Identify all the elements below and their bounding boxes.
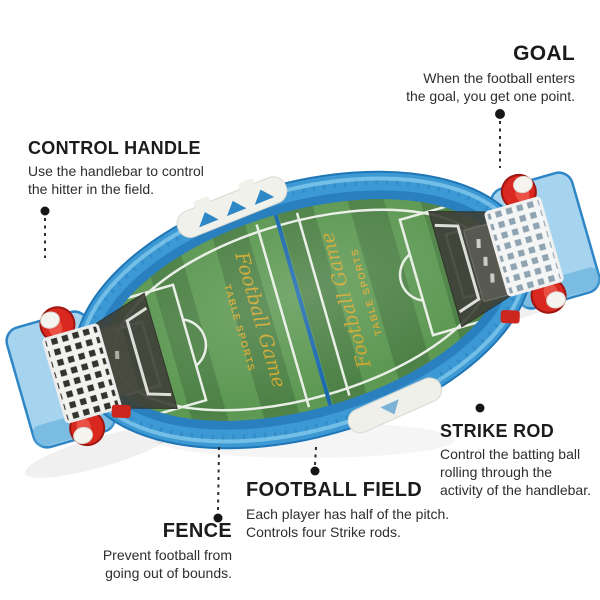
- annotation-line: rolling through the: [440, 464, 553, 480]
- strike-rod-hitter-left: [111, 404, 131, 419]
- callout-dot-goal: [495, 109, 505, 119]
- callout-dot-strike-rod: [475, 403, 485, 413]
- goal-net-right: [484, 196, 564, 297]
- annotation-line: Prevent football from: [102, 547, 232, 563]
- score-counter-left: [97, 323, 140, 397]
- strike-rod-hitter-right: [500, 310, 520, 324]
- right-goal-mouth: [434, 223, 481, 314]
- annotation-title: GOAL: [513, 42, 575, 65]
- goal-net-left: [42, 323, 122, 424]
- annotation-line: Use the handlebar to control: [28, 163, 204, 179]
- callout-dot-football-field: [310, 466, 320, 476]
- callout-dot-fence: [213, 513, 223, 523]
- annotation-title: CONTROL HANDLE: [28, 138, 201, 158]
- callout-line-football-field: [314, 446, 317, 466]
- annotation-football-field: FOOTBALL FIELD Each player has half of t…: [246, 479, 468, 541]
- annotation-title: STRIKE ROD: [440, 421, 555, 441]
- annotation-goal: GOAL When the football enters the goal, …: [375, 42, 575, 105]
- ball-gate-top: [176, 176, 288, 238]
- annotation-control-handle: CONTROL HANDLE Use the handlebar to cont…: [28, 138, 228, 198]
- control-handle-knob-right-bottom: [530, 277, 567, 314]
- annotation-title: FOOTBALL FIELD: [246, 479, 423, 501]
- annotation-line: Controls four Strike rods.: [246, 524, 401, 540]
- annotation-line: the hitter in the field.: [28, 181, 155, 197]
- game-table: Football Game TABLE SPORTS Football Game…: [5, 158, 600, 462]
- annotation-line: When the football enters: [423, 70, 575, 86]
- annotation-line: Each player has half of the pitch.: [246, 506, 450, 522]
- callout-line-fence: [217, 446, 220, 512]
- annotation-strike-rod: STRIKE ROD Control the batting ball roll…: [440, 421, 600, 499]
- callout-dot-control-handle: [40, 206, 50, 216]
- annotation-line: going out of bounds.: [105, 565, 232, 581]
- annotation-line: Control the batting ball: [440, 446, 581, 462]
- annotation-line: activity of the handlebar.: [440, 482, 591, 498]
- annotation-line: the goal, you get one point.: [406, 88, 575, 104]
- left-goal-mouth: [125, 306, 172, 397]
- annotation-title: FENCE: [162, 520, 232, 542]
- ball-gate-bottom: [347, 377, 443, 434]
- annotation-fence: FENCE Prevent football from going out of…: [77, 520, 232, 582]
